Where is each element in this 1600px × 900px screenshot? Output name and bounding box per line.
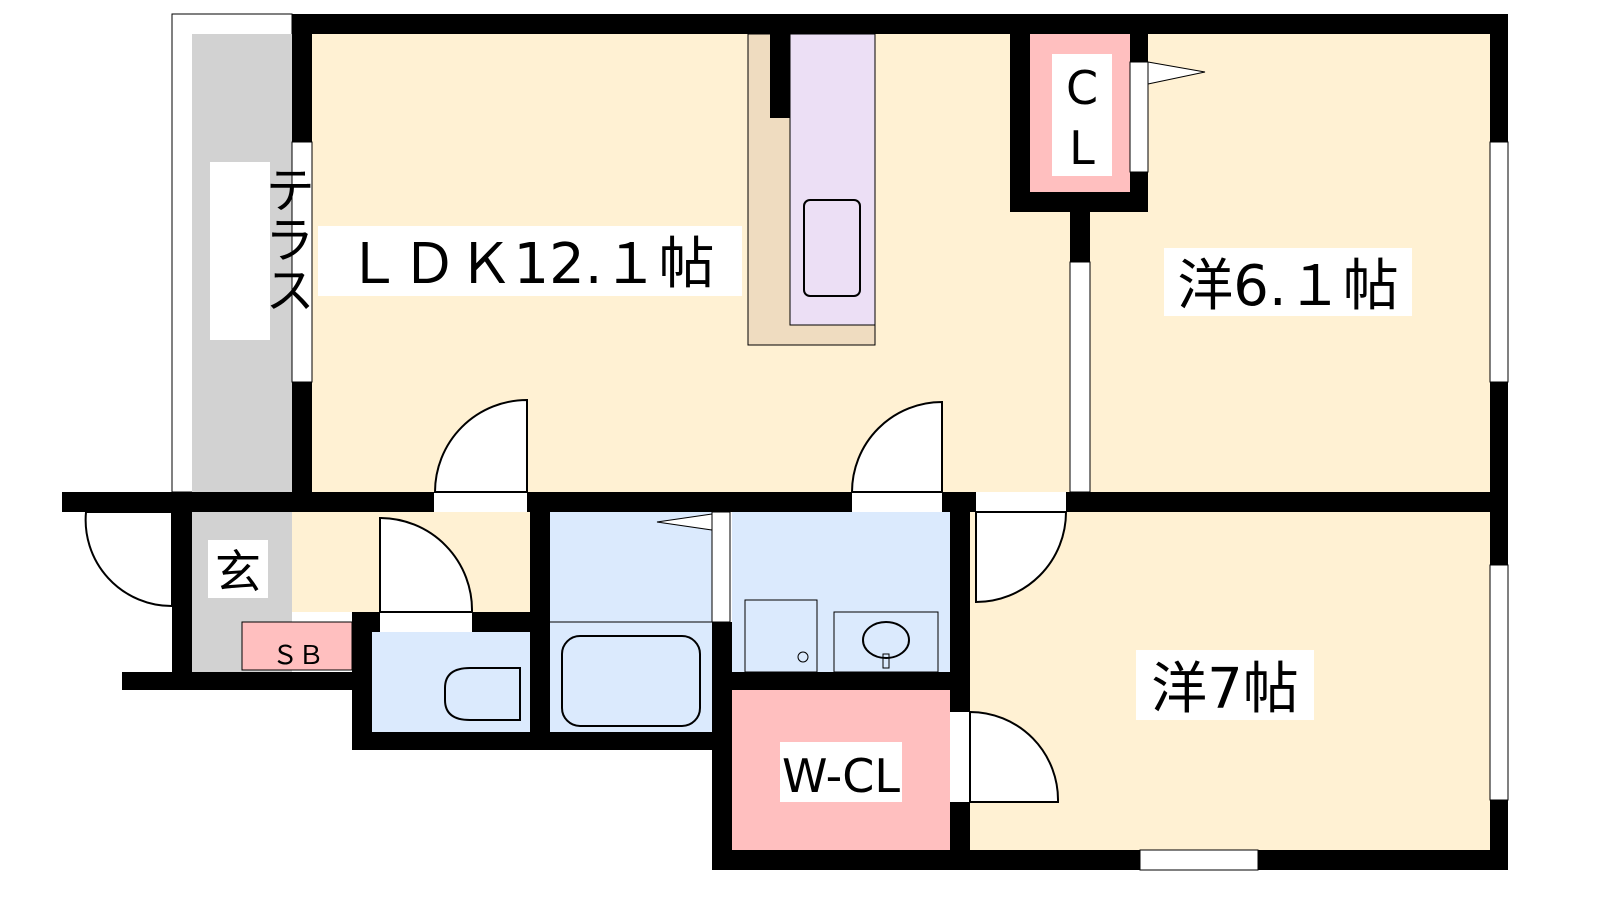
kitchen-wall <box>770 34 790 118</box>
kitchen-island <box>789 33 876 326</box>
shoe-box-area <box>241 621 353 671</box>
toilet-area <box>372 632 530 732</box>
room-6-label: 洋6.１帖 <box>1177 254 1398 319</box>
kitchen-sink <box>803 199 861 297</box>
bathtub <box>561 635 701 727</box>
room-7-label: 洋7帖 <box>1151 657 1299 722</box>
doors[interactable] <box>84 398 1068 803</box>
closet-label-l: L <box>1069 121 1095 175</box>
entrance-label: 玄 <box>215 545 261 599</box>
walk-in-closet-label: W-CL <box>782 749 900 803</box>
shoe-box-label: ＳＢ <box>272 641 324 671</box>
windows <box>291 61 1509 871</box>
ldk-label: ＬＤＫ12.１帖 <box>345 232 714 297</box>
toilet-fixture <box>444 667 521 721</box>
washroom-area <box>732 512 950 672</box>
closet-label-c: C <box>1066 61 1098 115</box>
